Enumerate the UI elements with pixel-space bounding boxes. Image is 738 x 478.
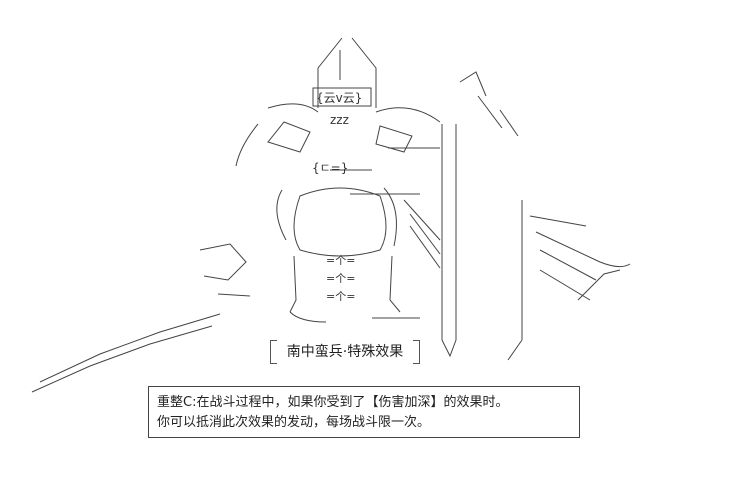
blade-curve bbox=[599, 261, 631, 268]
sign-board bbox=[312, 87, 372, 107]
blade-streak-1 bbox=[535, 231, 601, 263]
effect-description-box: 重整C:在战斗过程中，如果你受到了【伤害加深】的效果时。 你可以抵消此次效果的发… bbox=[148, 386, 580, 438]
sleep-text: zzz bbox=[330, 113, 349, 127]
pad-left bbox=[267, 121, 311, 153]
effect-title: 南中蛮兵·特殊效果 bbox=[270, 340, 420, 364]
shoulder-right bbox=[375, 107, 441, 123]
description-line-1: 重整C:在战斗过程中，如果你受到了【伤害加深】的效果时。 bbox=[157, 395, 509, 410]
body-left bbox=[276, 189, 287, 241]
spear-streak-2 bbox=[499, 109, 519, 137]
belly-mark-3: =个= bbox=[326, 290, 355, 303]
spear-tip-bottom bbox=[441, 339, 457, 358]
diagonal-3 bbox=[409, 225, 441, 269]
spear-head-top bbox=[459, 71, 487, 97]
pad-right bbox=[375, 125, 413, 153]
spire-right-edge bbox=[351, 37, 377, 108]
description-line-2: 你可以抵消此次效果的发动，每场战斗限一次。 bbox=[157, 415, 431, 430]
belly bbox=[293, 187, 387, 257]
blade-tip bbox=[577, 269, 621, 301]
sign-text: {云v云} bbox=[316, 91, 362, 105]
spear-shaft-left bbox=[39, 313, 221, 383]
shoulder-left bbox=[267, 103, 319, 113]
blade-streak-2 bbox=[539, 249, 597, 281]
mouth-text: {ㄷ=} bbox=[312, 161, 348, 175]
blade-upper-edge bbox=[529, 215, 587, 227]
spire-left-edge bbox=[317, 37, 343, 108]
leg-left bbox=[289, 255, 297, 313]
hand-left bbox=[199, 243, 247, 281]
belly-mark-2: =个= bbox=[326, 272, 355, 285]
spear-streak-1 bbox=[477, 95, 503, 129]
belly-mark-1: =个= bbox=[326, 254, 355, 267]
foot-left bbox=[289, 311, 327, 323]
diagonal-1 bbox=[403, 199, 441, 241]
body-right bbox=[383, 187, 397, 247]
diagonal-2 bbox=[409, 213, 441, 255]
leg-right bbox=[389, 255, 401, 313]
arm-left bbox=[235, 123, 259, 167]
blade-streak-3 bbox=[539, 269, 591, 301]
fingers bbox=[217, 293, 251, 297]
spear-shaft-left-2 bbox=[31, 325, 213, 393]
effect-title-text: 南中蛮兵·特殊效果 bbox=[286, 344, 404, 360]
blade-lower-edge bbox=[507, 339, 523, 361]
